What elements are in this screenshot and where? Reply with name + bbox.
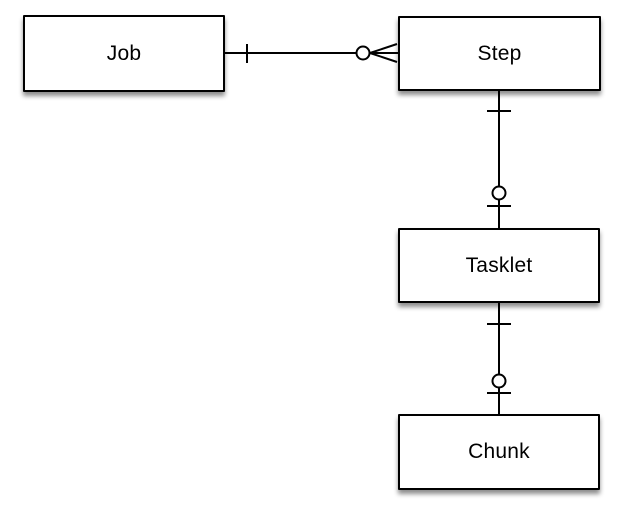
crow-foot-icon xyxy=(369,43,398,54)
entity-label: Step xyxy=(477,41,522,65)
relationship-job-step xyxy=(225,43,398,63)
cardinality-zero-circle-icon xyxy=(491,373,507,389)
entity-label: Tasklet xyxy=(465,253,533,277)
entity-label: Chunk xyxy=(468,440,530,463)
cardinality-zero-circle-icon xyxy=(491,185,507,201)
relationship-tasklet-chunk xyxy=(487,303,511,414)
relationship-step-tasklet xyxy=(487,91,511,228)
entity-job: Job xyxy=(23,15,225,92)
crow-foot-icon xyxy=(369,52,398,63)
entity-tasklet: Tasklet xyxy=(398,228,600,303)
entity-label: Job xyxy=(106,41,142,65)
cardinality-zero-circle-icon xyxy=(355,45,371,61)
entity-chunk: Chunk xyxy=(398,414,600,490)
entity-step: Step xyxy=(398,16,601,91)
